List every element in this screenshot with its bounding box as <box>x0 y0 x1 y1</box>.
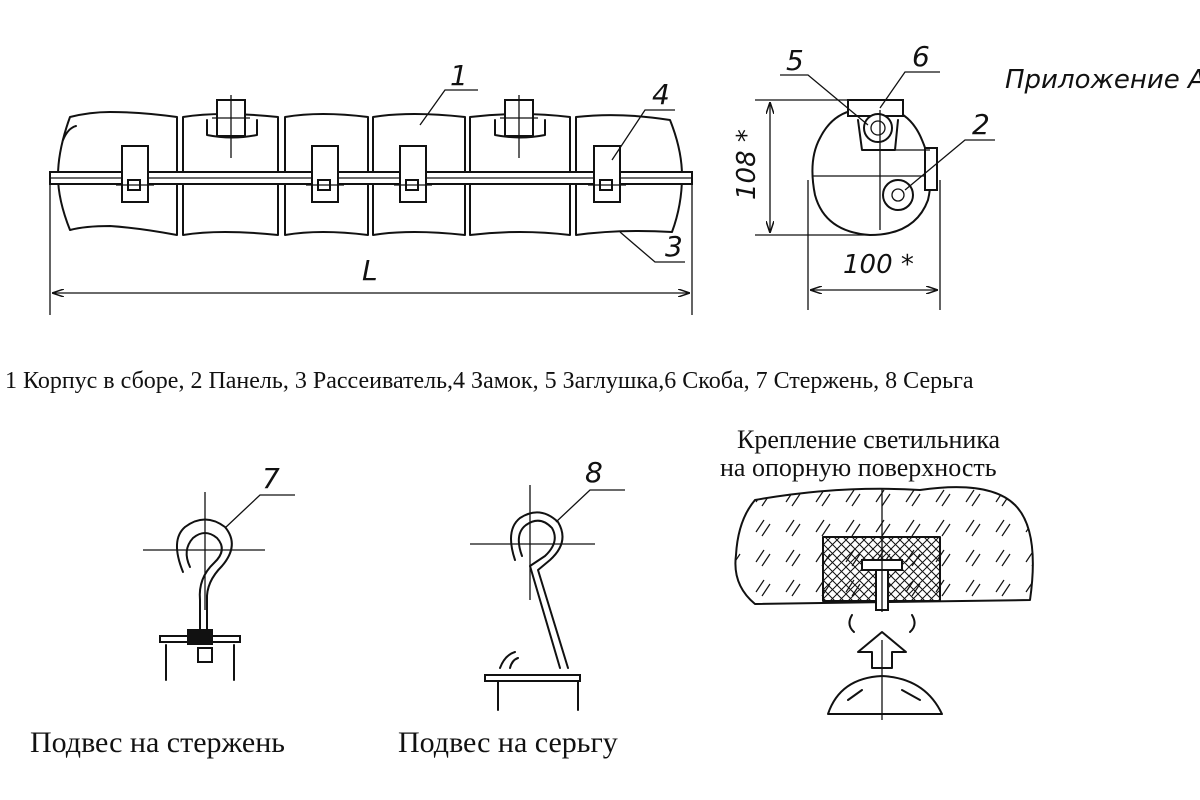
caption-rod: Подвес на стержень <box>30 726 285 759</box>
caption-mount-line1: Крепление светильника <box>737 425 1001 454</box>
callout-7: 7 <box>262 462 280 495</box>
rod-suspension: 7 <box>143 462 295 681</box>
lock <box>394 145 432 203</box>
dimension-length-label: L <box>362 254 378 287</box>
callout-2: 2 <box>972 108 990 141</box>
dimension-width-label: 100 * <box>843 250 914 280</box>
callout-3: 3 <box>665 230 683 263</box>
hook-rod <box>176 518 233 633</box>
front-view: L 1 4 3 <box>49 59 693 315</box>
lock <box>306 145 344 203</box>
caption-mount-line2: на опорную поверхность <box>720 453 997 482</box>
lock <box>116 145 154 203</box>
callout-1: 1 <box>450 59 468 92</box>
earring-suspension: 8 <box>470 456 625 711</box>
earring-hook <box>510 511 569 669</box>
rod-nut <box>187 629 213 645</box>
housing-segment <box>284 113 369 236</box>
side-body <box>811 106 932 236</box>
caption-earring: Подвес на серьгу <box>398 726 618 759</box>
surface-mount <box>734 486 1034 720</box>
parts-legend: 1 Корпус в сборе, 2 Панель, 3 Рассеивате… <box>5 368 974 394</box>
side-view: 108 * 100 * 5 6 2 <box>732 40 995 310</box>
appendix-label: Приложение А <box>1005 65 1200 95</box>
callout-4: 4 <box>652 78 670 111</box>
housing-segment <box>469 113 571 236</box>
callout-6: 6 <box>912 40 930 73</box>
callout-5: 5 <box>786 44 804 77</box>
lock <box>588 145 626 203</box>
housing-segment <box>372 113 466 236</box>
callout-8: 8 <box>585 456 603 489</box>
dimension-height-label: 108 * <box>732 129 762 200</box>
luminaire-dome <box>827 675 943 715</box>
housing-segment <box>182 113 279 236</box>
bracket <box>206 95 258 158</box>
bracket <box>494 95 546 158</box>
